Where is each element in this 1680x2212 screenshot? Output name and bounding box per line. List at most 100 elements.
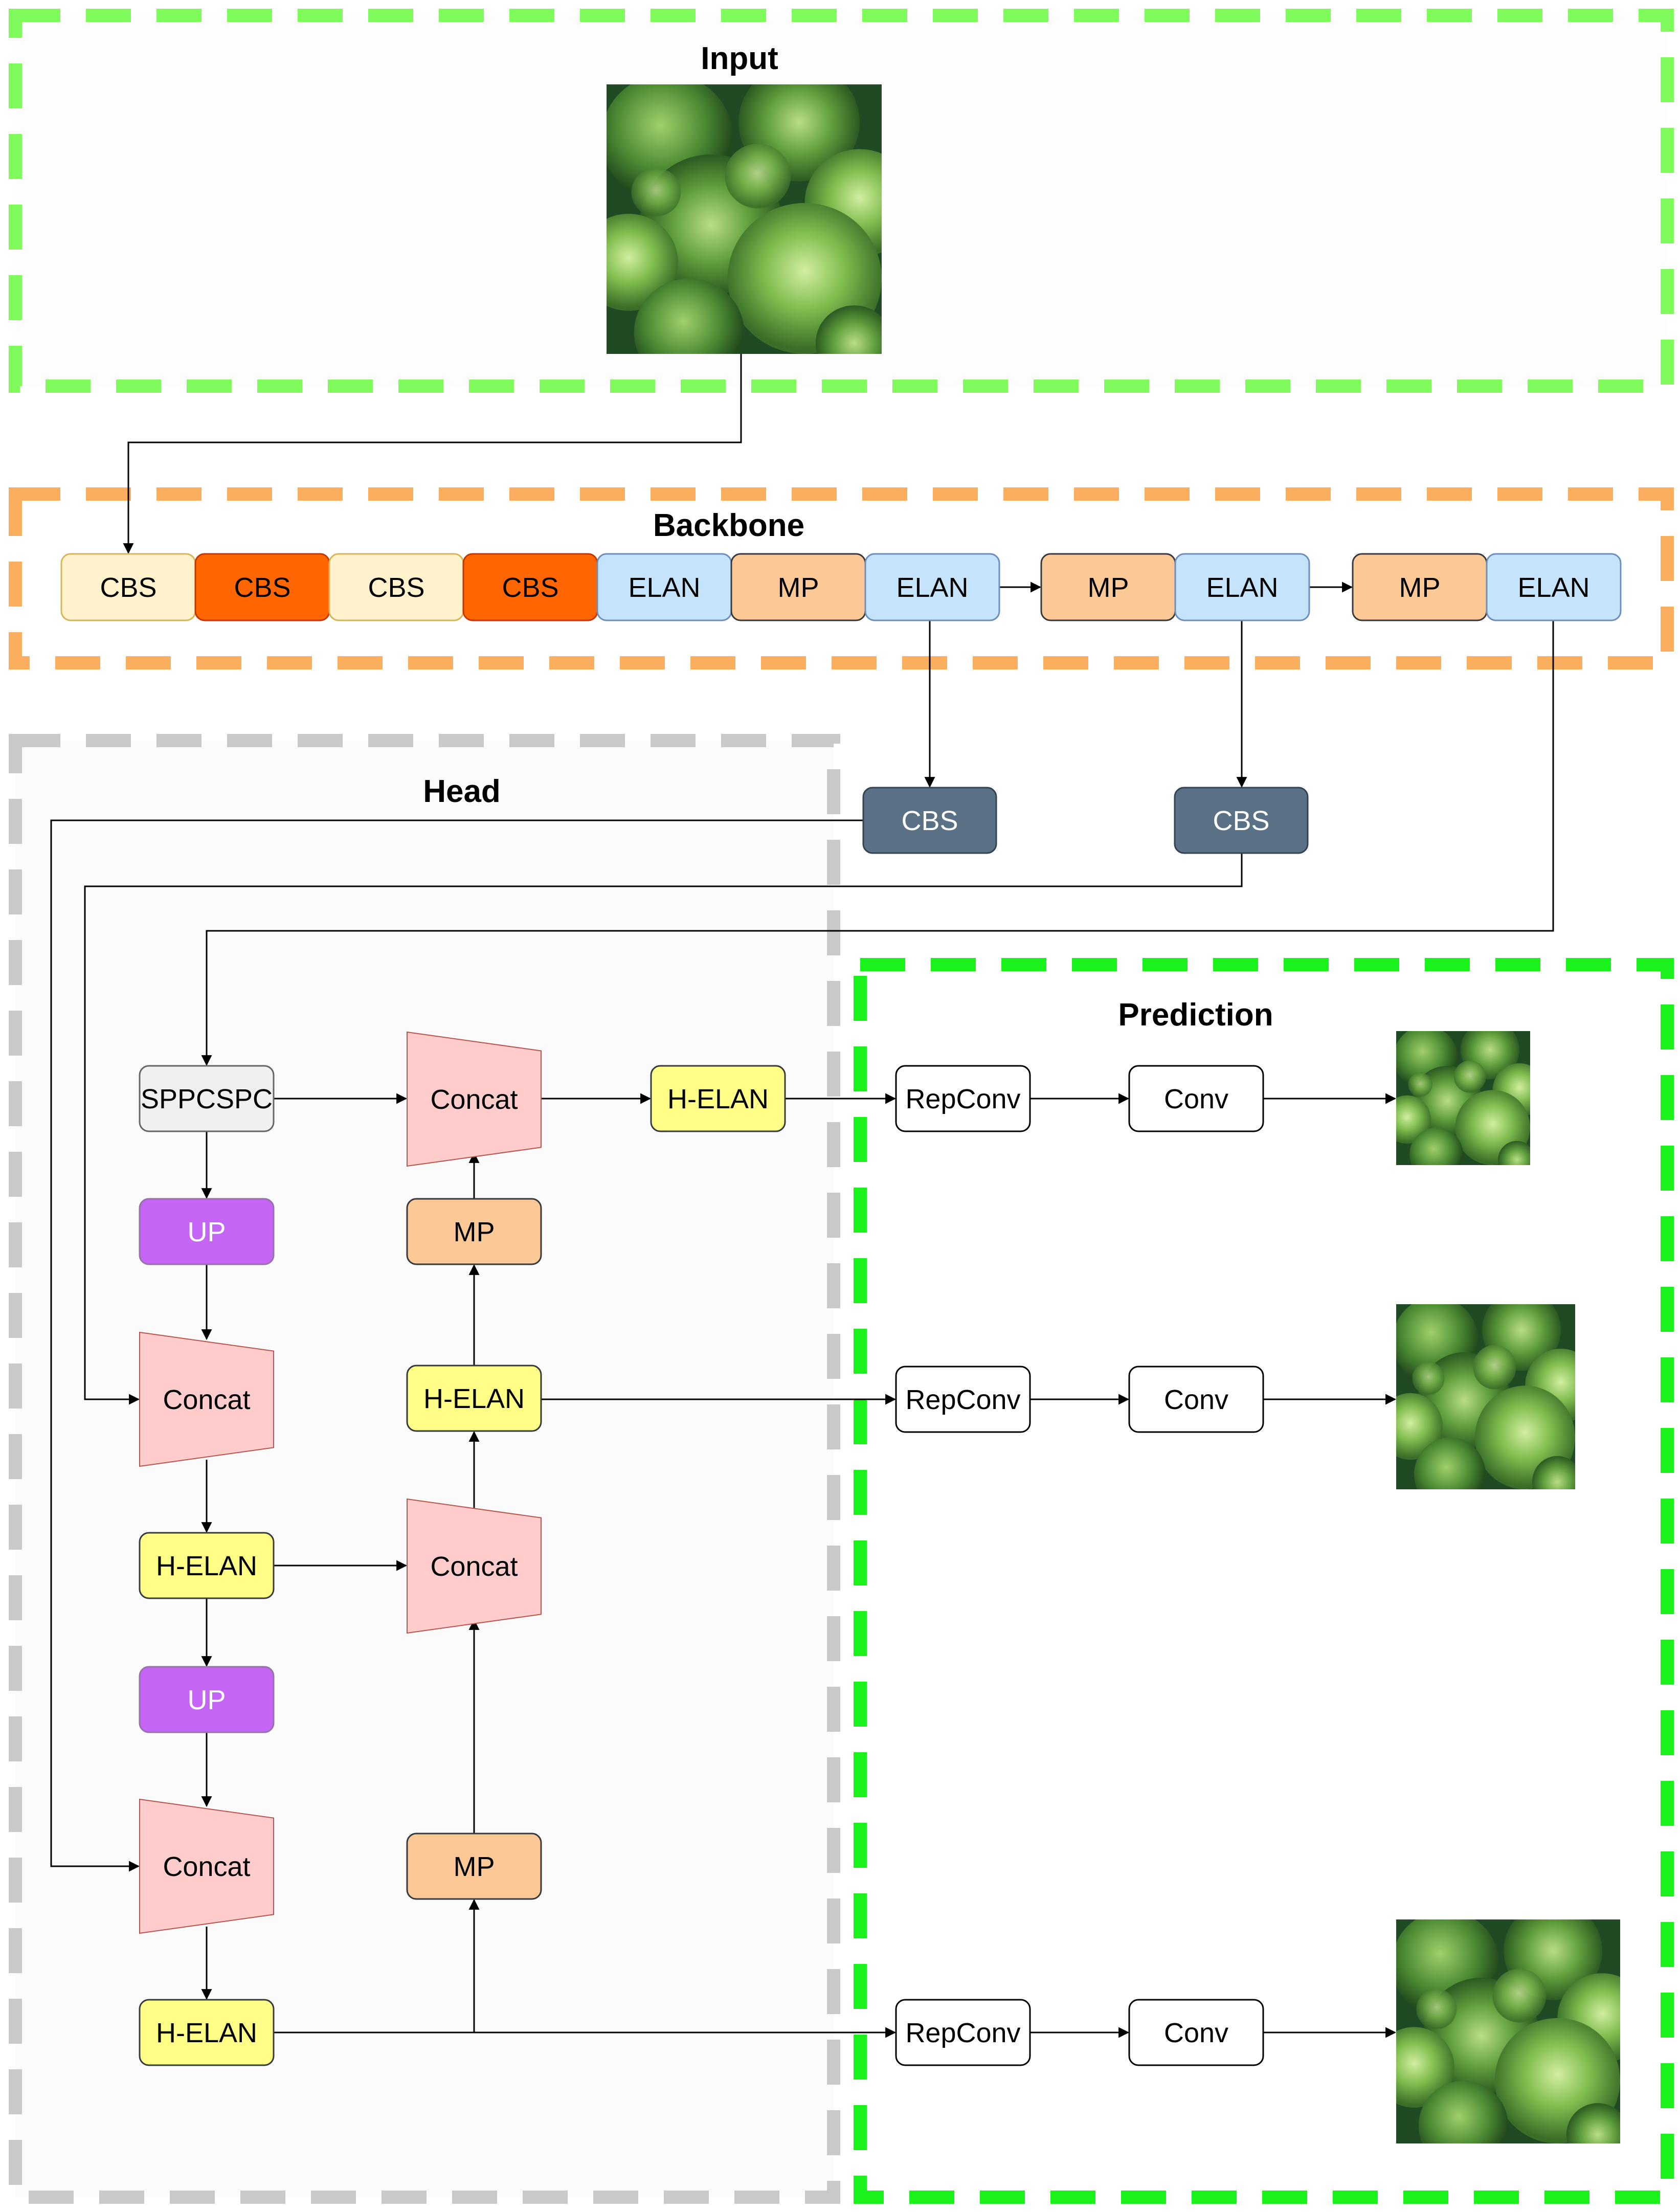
h-elan-mid: H-ELAN	[406, 1365, 542, 1432]
concat-mid-2-shape	[407, 1498, 542, 1634]
concat-left-2-label: Concat	[163, 1851, 250, 1882]
backbone-block-3: CBS	[328, 553, 464, 621]
backbone-block-9-shape	[1174, 553, 1310, 621]
side-cbs-1-shape	[862, 787, 997, 854]
mp-block-bottom-shape	[406, 1833, 542, 1900]
conv-block-1-label: Conv	[1164, 1084, 1228, 1114]
head-title: Head	[423, 774, 501, 809]
repconv-block-3: RepConv	[895, 1999, 1031, 2066]
repconv-block-1-shape	[895, 1065, 1031, 1132]
concat-left-2-shape	[139, 1798, 274, 1934]
backbone-block-9: ELAN	[1174, 553, 1310, 621]
repconv-block-1: RepConv	[895, 1065, 1031, 1132]
repconv-block-2: RepConv	[895, 1366, 1031, 1433]
h-elan-left-2-label: H-ELAN	[156, 2018, 257, 2048]
repconv-block-2-shape	[895, 1366, 1031, 1433]
concat-mid-1-label: Concat	[430, 1084, 518, 1115]
backbone-title: Backbone	[653, 508, 804, 543]
up-block-2-label: UP	[187, 1685, 226, 1715]
backbone-block-6: MP	[730, 553, 866, 621]
prediction-output-image-2	[1396, 1304, 1575, 1489]
backbone-block-2-label: CBS	[234, 572, 290, 603]
up-block-2-shape	[139, 1666, 275, 1733]
backbone-block-8: MP	[1040, 553, 1176, 621]
conv-block-3: Conv	[1128, 1999, 1264, 2066]
conv-block-2: Conv	[1128, 1366, 1264, 1433]
concat-mid-2: Concat	[407, 1498, 542, 1634]
repconv-block-3-label: RepConv	[905, 2018, 1020, 2048]
input-tree-image	[607, 84, 882, 354]
backbone-block-9-label: ELAN	[1206, 572, 1278, 603]
repconv-block-3-shape	[895, 1999, 1031, 2066]
mp-block-top: MP	[406, 1198, 542, 1265]
mp-block-bottom-label: MP	[454, 1851, 495, 1882]
input-title: Input	[701, 41, 778, 76]
edge-elan3-to-sppcspc	[201, 620, 1554, 1066]
backbone-block-5: ELAN	[596, 553, 732, 621]
backbone-block-7: ELAN	[864, 553, 1000, 621]
concat-mid-2-label: Concat	[430, 1551, 518, 1582]
concat-left-1-shape	[139, 1331, 274, 1467]
h-elan-left-1-shape	[139, 1532, 275, 1599]
concat-left-1: Concat	[139, 1331, 274, 1467]
h-elan-left-2: H-ELAN	[139, 1999, 275, 2066]
side-cbs-1-label: CBS	[901, 806, 958, 836]
head-section-frame	[9, 734, 840, 2204]
edge-input-to-backbone	[123, 354, 742, 554]
backbone-block-6-label: MP	[778, 572, 819, 603]
concat-left-2: Concat	[139, 1798, 274, 1934]
edge-side-cbs-1-to-concat-left-2	[50, 819, 863, 1872]
h-elan-left-1: H-ELAN	[139, 1532, 275, 1599]
backbone-block-10-label: MP	[1399, 572, 1441, 603]
up-block-1-shape	[139, 1198, 275, 1265]
h-elan-left-2-shape	[139, 1999, 275, 2066]
backbone-block-11-label: ELAN	[1517, 572, 1589, 603]
mp-block-top-label: MP	[454, 1217, 495, 1247]
up-block-1-label: UP	[187, 1217, 226, 1247]
mp-block-bottom: MP	[406, 1833, 542, 1900]
concat-mid-1-shape	[407, 1031, 542, 1167]
backbone-block-4: CBS	[462, 553, 598, 621]
backbone-block-3-label: CBS	[368, 572, 424, 603]
side-cbs-2-shape	[1174, 787, 1309, 854]
h-elan-mid-label: H-ELAN	[423, 1383, 525, 1414]
concat-left-1-label: Concat	[163, 1384, 250, 1415]
backbone-block-1: CBS	[60, 553, 196, 621]
backbone-block-10: MP	[1352, 553, 1488, 621]
backbone-block-1-label: CBS	[100, 572, 156, 603]
sppcspc-block: SPPCSPC	[139, 1065, 275, 1132]
backbone-block-11: ELAN	[1486, 553, 1622, 621]
conv-block-1-shape	[1128, 1065, 1264, 1132]
h-elan-mid-shape	[406, 1365, 542, 1432]
conv-block-3-label: Conv	[1164, 2018, 1228, 2048]
backbone-block-7-label: ELAN	[896, 572, 968, 603]
backbone-block-5-label: ELAN	[628, 572, 700, 603]
repconv-block-1-label: RepConv	[905, 1084, 1020, 1114]
edge-side-cbs-2-to-concat-left-1	[84, 853, 1243, 1405]
h-elan-top-shape	[650, 1065, 786, 1132]
side-cbs-1: CBS	[862, 787, 997, 854]
backbone-block-7-shape	[864, 553, 1000, 621]
up-block-1: UP	[139, 1198, 275, 1265]
side-cbs-2-label: CBS	[1213, 806, 1269, 836]
backbone-block-11-shape	[1486, 553, 1622, 621]
side-cbs-2: CBS	[1174, 787, 1309, 854]
h-elan-top-label: H-ELAN	[667, 1084, 769, 1114]
prediction-output-image-3	[1396, 1919, 1620, 2143]
sppcspc-block-label: SPPCSPC	[141, 1084, 273, 1114]
prediction-output-image-1	[1396, 1031, 1530, 1165]
h-elan-top: H-ELAN	[650, 1065, 786, 1132]
sppcspc-block-shape	[139, 1065, 275, 1132]
repconv-block-2-label: RepConv	[905, 1384, 1020, 1415]
prediction-title: Prediction	[1118, 997, 1273, 1033]
backbone-block-8-label: MP	[1088, 572, 1129, 603]
backbone-section-frame	[9, 487, 1674, 669]
backbone-block-4-label: CBS	[502, 572, 558, 603]
conv-block-2-label: Conv	[1164, 1384, 1228, 1415]
up-block-2: UP	[139, 1666, 275, 1733]
conv-block-2-shape	[1128, 1366, 1264, 1433]
h-elan-left-1-label: H-ELAN	[156, 1551, 257, 1581]
conv-block-3-shape	[1128, 1999, 1264, 2066]
backbone-block-2: CBS	[194, 553, 330, 621]
